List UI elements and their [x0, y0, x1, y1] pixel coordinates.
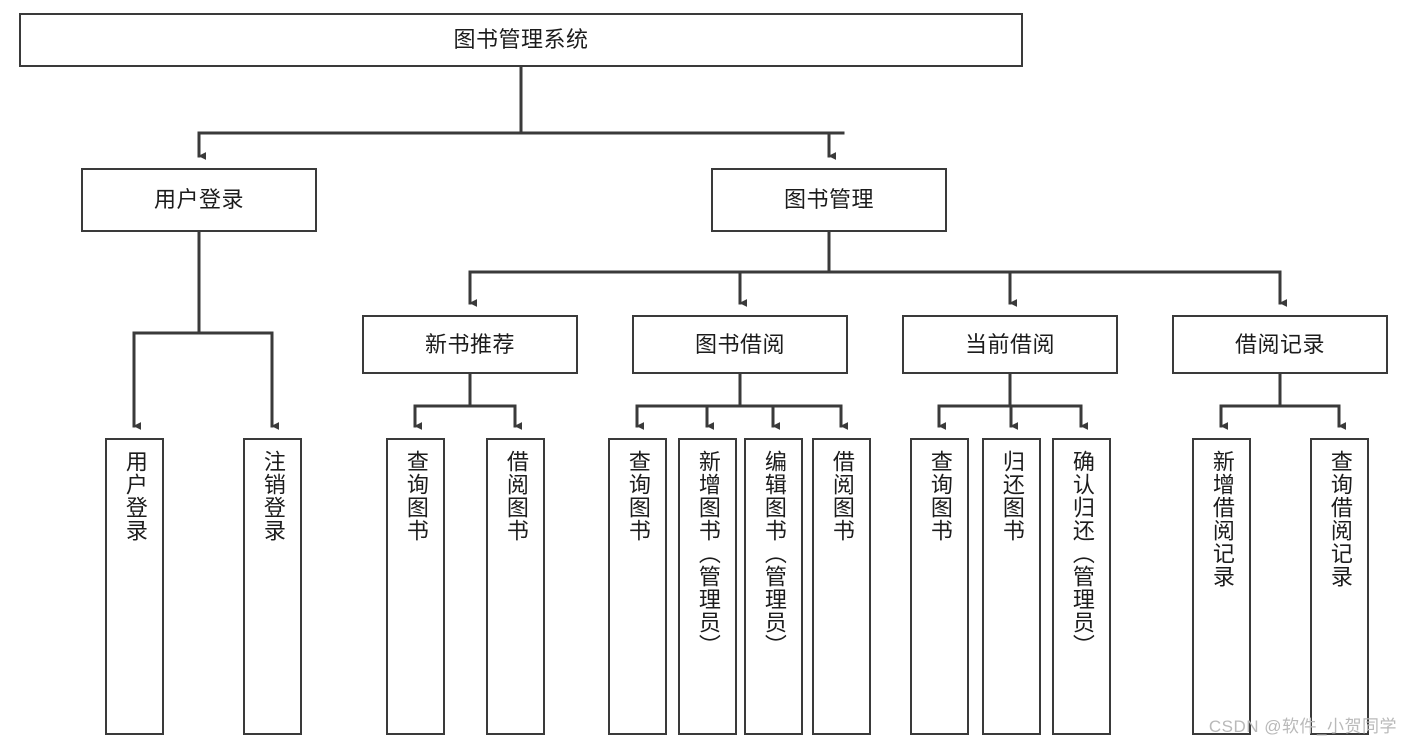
node-leaf-add-book-label: 新增图书（管理员） — [695, 450, 721, 657]
node-borrow-records-label: 借阅记录 — [1234, 331, 1325, 357]
node-leaf-query-book-3[interactable]: 查询图书 — [910, 438, 969, 735]
node-leaf-query-record-label: 查询借阅记录 — [1327, 450, 1353, 588]
node-new-book-recommend-label: 新书推荐 — [424, 331, 515, 357]
node-current-borrow-label: 当前借阅 — [964, 331, 1055, 357]
node-leaf-borrow-book-2[interactable]: 借阅图书 — [812, 438, 871, 735]
node-leaf-borrow-book-1[interactable]: 借阅图书 — [486, 438, 545, 735]
node-book-borrow-label: 图书借阅 — [694, 331, 785, 357]
node-leaf-edit-book-label: 编辑图书（管理员） — [761, 450, 787, 657]
node-leaf-add-book[interactable]: 新增图书（管理员） — [678, 438, 737, 735]
node-leaf-logout[interactable]: 注销登录 — [243, 438, 302, 735]
node-leaf-logout-label: 注销登录 — [260, 450, 286, 542]
node-book-borrow[interactable]: 图书借阅 — [632, 315, 848, 374]
node-leaf-user-login-label: 用户登录 — [122, 450, 148, 542]
node-current-borrow[interactable]: 当前借阅 — [902, 315, 1118, 374]
node-new-book-recommend[interactable]: 新书推荐 — [362, 315, 578, 374]
node-leaf-borrow-book-2-label: 借阅图书 — [829, 450, 855, 542]
node-leaf-user-login[interactable]: 用户登录 — [105, 438, 164, 735]
node-leaf-confirm-return-label: 确认归还（管理员） — [1069, 450, 1095, 657]
node-leaf-return-book[interactable]: 归还图书 — [982, 438, 1041, 735]
node-leaf-confirm-return[interactable]: 确认归还（管理员） — [1052, 438, 1111, 735]
node-leaf-query-book-3-label: 查询图书 — [927, 450, 953, 542]
node-leaf-add-record-label: 新增借阅记录 — [1209, 450, 1235, 588]
node-root[interactable]: 图书管理系统 — [19, 13, 1023, 67]
node-leaf-query-book-2-label: 查询图书 — [625, 450, 651, 542]
node-root-label: 图书管理系统 — [453, 27, 589, 53]
node-leaf-query-book-1-label: 查询图书 — [403, 450, 429, 542]
node-leaf-borrow-book-1-label: 借阅图书 — [503, 450, 529, 542]
node-leaf-query-record[interactable]: 查询借阅记录 — [1310, 438, 1369, 735]
node-user-login[interactable]: 用户登录 — [81, 168, 317, 232]
node-leaf-query-book-2[interactable]: 查询图书 — [608, 438, 667, 735]
csdn-watermark: CSDN @软件_小贺同学 — [1208, 717, 1397, 736]
node-book-management[interactable]: 图书管理 — [711, 168, 947, 232]
node-borrow-records[interactable]: 借阅记录 — [1172, 315, 1388, 374]
node-user-login-label: 用户登录 — [153, 187, 244, 213]
node-book-management-label: 图书管理 — [783, 187, 874, 213]
node-leaf-query-book-1[interactable]: 查询图书 — [386, 438, 445, 735]
node-leaf-return-book-label: 归还图书 — [999, 450, 1025, 542]
node-leaf-edit-book[interactable]: 编辑图书（管理员） — [744, 438, 803, 735]
node-leaf-add-record[interactable]: 新增借阅记录 — [1192, 438, 1251, 735]
